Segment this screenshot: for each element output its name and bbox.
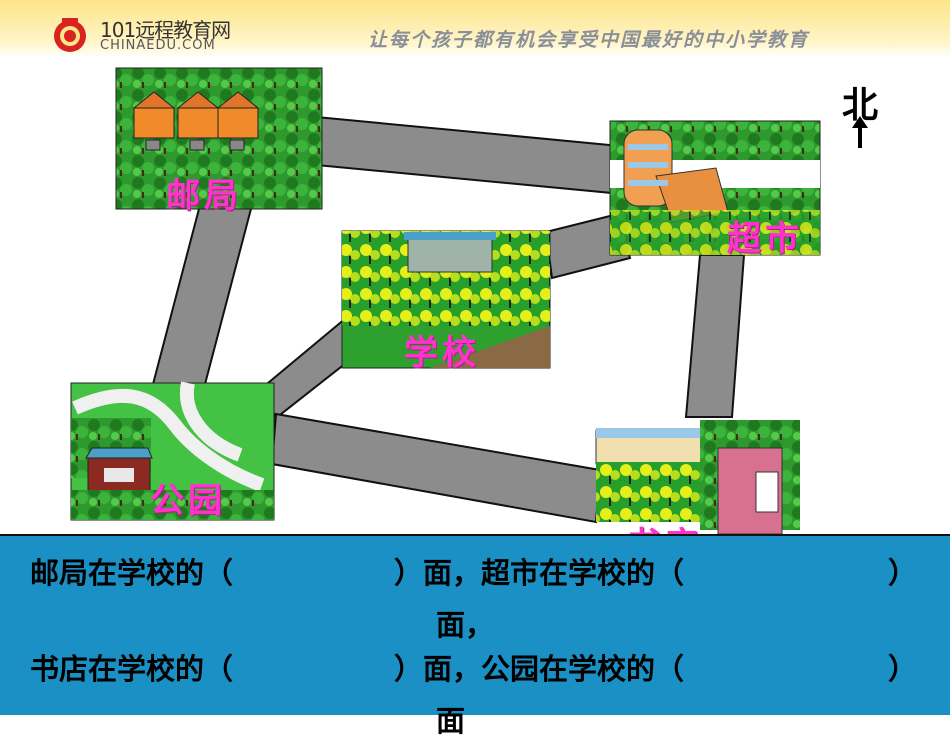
question-3b: ）面，公园在学校的（ [394, 652, 685, 686]
park [70, 381, 275, 521]
question-1a: 邮局在学校的（ [30, 556, 234, 590]
logo-text: 101远程教育网 [100, 18, 231, 42]
north-indicator: 北 [842, 76, 878, 148]
north-arrow-icon [852, 116, 868, 148]
label-post-office: 邮局 [166, 176, 242, 216]
question-box: 邮局在学校的（ ）面，超市在学校的（ ） 面， 书店在学校的（ ）面，公园在学校… [0, 534, 950, 738]
label-park: 公园 [150, 481, 226, 521]
logo-icon [54, 18, 86, 52]
supermarket [609, 120, 821, 256]
school [341, 230, 551, 369]
roads [150, 115, 746, 524]
question-1c: ） [888, 556, 918, 590]
logo-subtext: CHINAEDU.COM [100, 38, 216, 53]
label-supermarket: 超市 [727, 219, 803, 259]
question-3c: ） [888, 652, 918, 686]
header-banner: 101远程教育网 CHINAEDU.COM 让每个孩子都有机会享受中国最好的中小… [0, 0, 950, 58]
post-office [115, 67, 323, 210]
bookstore [595, 420, 800, 535]
question-1b: ）面，超市在学校的（ [394, 556, 685, 590]
label-school: 学校 [404, 333, 480, 373]
map-illustration [70, 67, 821, 535]
slogan: 让每个孩子都有机会享受中国最好的中小学教育 [368, 29, 810, 51]
question-3a: 书店在学校的（ [30, 652, 234, 686]
post-office-houses [132, 91, 260, 151]
question-4: 面 [436, 704, 466, 738]
question-2: 面， [436, 608, 495, 642]
